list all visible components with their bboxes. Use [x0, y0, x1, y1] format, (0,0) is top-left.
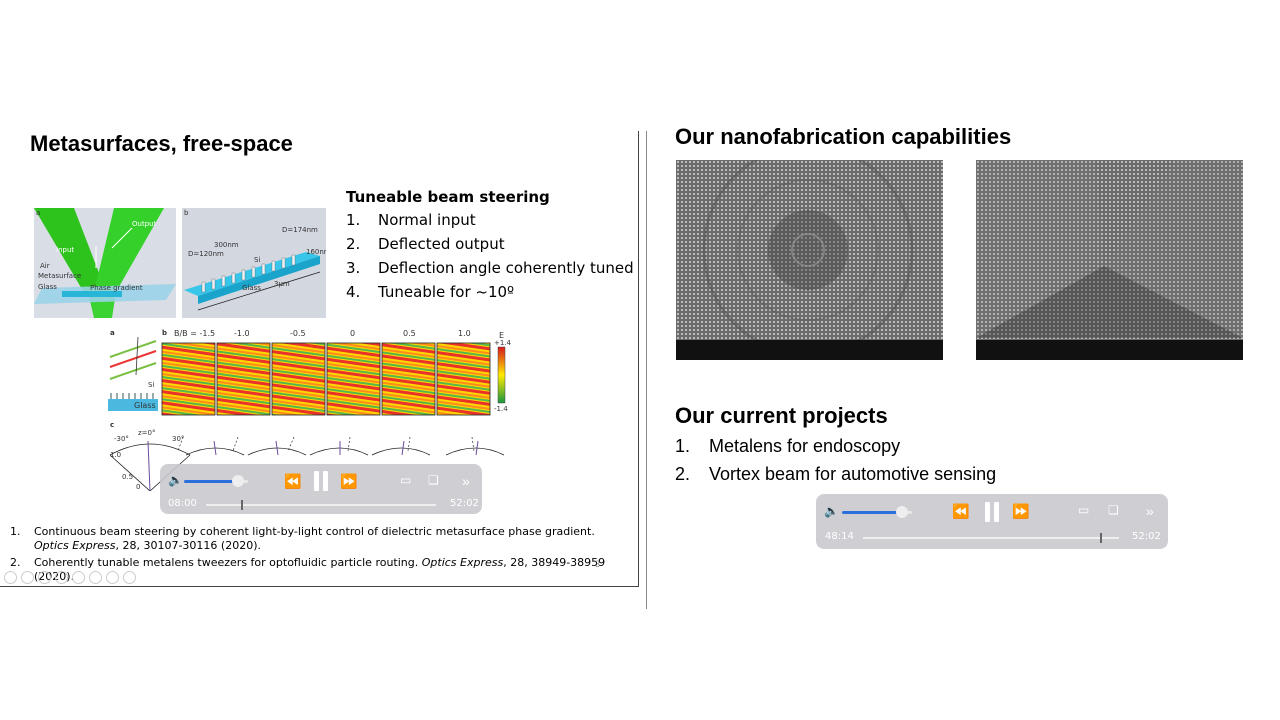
- sem-image-vortex: [976, 160, 1243, 360]
- progress-knob[interactable]: [1100, 533, 1103, 543]
- elapsed-time: 08:00: [168, 498, 197, 509]
- slide-toolbar[interactable]: [4, 571, 136, 584]
- media-player-right: 🔈 ⏪ ⏩ ▭ ❏ » 48:14 52:02: [816, 494, 1168, 549]
- volume-icon[interactable]: 🔈: [168, 473, 183, 487]
- volume-fill: [842, 511, 902, 514]
- sem-info-bar: [976, 340, 1243, 360]
- pause-icon[interactable]: [984, 502, 1000, 522]
- duration-time: 52:02: [450, 498, 479, 509]
- list-item: 3.Deflection angle coherently tuned: [346, 259, 634, 277]
- pen-icon[interactable]: [38, 571, 51, 584]
- progress-bar[interactable]: [206, 500, 436, 510]
- slide-title: Metasurfaces, free-space: [30, 131, 293, 156]
- rewind-icon[interactable]: ⏪: [284, 473, 302, 489]
- sem-info-bar: [676, 340, 943, 360]
- elapsed-time: 48:14: [825, 531, 854, 542]
- picture-in-picture-icon[interactable]: ❏: [428, 473, 439, 487]
- projects-title: Our current projects: [675, 403, 888, 428]
- figure-b-pillar-array: b D=120nm 300nm D=174nm 160nm Si Glass 3…: [182, 208, 326, 318]
- list-item: 2.Vortex beam for automotive sensing: [675, 464, 997, 484]
- more-icon[interactable]: [106, 571, 119, 584]
- progress-knob[interactable]: [241, 500, 244, 510]
- figure-polar-plots: c -30° z=0° 30° 1.0 0.5 0: [108, 421, 518, 492]
- volume-slider[interactable]: [842, 506, 912, 518]
- subtitle-icon[interactable]: [89, 571, 102, 584]
- fast-forward-icon[interactable]: ⏩: [1012, 503, 1030, 519]
- rewind-icon[interactable]: ⏪: [952, 503, 970, 519]
- reference-item: 1. Continuous beam steering by coherent …: [10, 525, 595, 552]
- list-item: 1.Normal input: [346, 211, 476, 229]
- media-player-left: 🔈 ⏪ ⏩ ▭ ❏ » 08:00 52:02: [160, 464, 482, 514]
- progress-bar[interactable]: [863, 533, 1119, 543]
- fast-forward-icon[interactable]: ⏩: [340, 473, 358, 489]
- left-slide: Metasurfaces, free-space a Input Output …: [0, 131, 639, 587]
- zoom-icon[interactable]: [72, 571, 85, 584]
- projects-list: 1.Metalens for endoscopy 2.Vortex beam f…: [675, 436, 996, 492]
- steering-list: 1.Normal input 2.Deflected output 3.Defl…: [346, 211, 634, 307]
- volume-icon[interactable]: 🔈: [824, 504, 839, 518]
- figure-a-beam-illustration: a Input Output Air Metasurface Glass Pha…: [34, 208, 176, 318]
- duration-time: 52:02: [1132, 531, 1161, 542]
- nanofab-title: Our nanofabrication capabilities: [675, 124, 1012, 149]
- volume-knob[interactable]: [232, 475, 245, 487]
- slide-divider: [646, 131, 647, 609]
- back-icon[interactable]: [4, 571, 17, 584]
- forward-icon[interactable]: [21, 571, 34, 584]
- more-controls-icon[interactable]: »: [462, 473, 470, 489]
- airplay-icon[interactable]: ▭: [400, 473, 412, 487]
- list-item: 1.Metalens for endoscopy: [675, 436, 901, 456]
- volume-fill: [184, 480, 239, 483]
- list-item: 2.Deflected output: [346, 235, 505, 253]
- picture-in-picture-icon[interactable]: ❏: [1108, 503, 1119, 517]
- slides-icon[interactable]: [55, 571, 68, 584]
- airplay-icon[interactable]: ▭: [1078, 503, 1090, 517]
- steering-heading: Tuneable beam steering: [346, 188, 550, 206]
- page-number: 3: [595, 559, 601, 569]
- figure-field-maps: a b B/B = -1.5 -1.0 -0.5 0 0.5 1.0 E +1.…: [108, 329, 511, 416]
- camera-icon[interactable]: [123, 571, 136, 584]
- more-controls-icon[interactable]: »: [1146, 503, 1154, 519]
- pause-icon[interactable]: [313, 471, 329, 491]
- volume-knob[interactable]: [895, 506, 908, 518]
- list-item: 4.Tuneable for ~10º: [346, 283, 515, 301]
- sem-image-metalens: [676, 160, 943, 360]
- volume-slider[interactable]: [184, 475, 248, 487]
